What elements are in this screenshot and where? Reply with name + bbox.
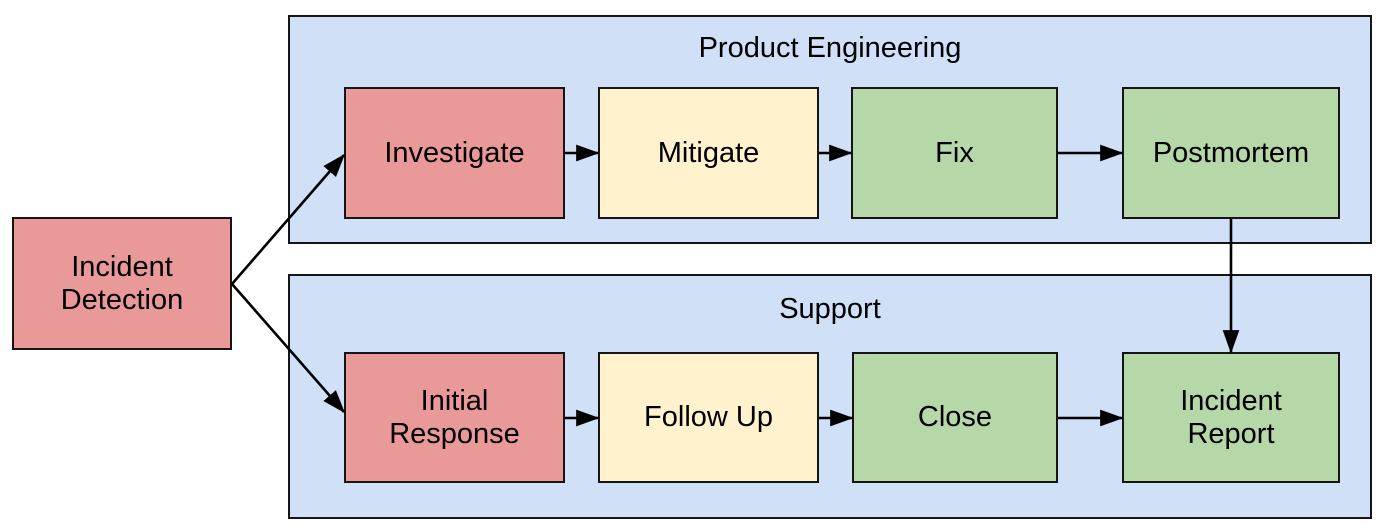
node-label-fix: Fix xyxy=(935,136,974,169)
swimlane-title-support: Support xyxy=(779,293,881,325)
node-label-follow-up: Follow Up xyxy=(644,401,773,434)
node-postmortem[interactable]: Postmortem xyxy=(1122,87,1340,219)
node-initial-response[interactable]: Initial Response xyxy=(344,352,565,483)
node-label-initial-response: Initial Response xyxy=(389,385,520,450)
node-label-incident-report: Incident Report xyxy=(1180,385,1282,450)
node-label-investigate: Investigate xyxy=(384,136,525,169)
node-mitigate[interactable]: Mitigate xyxy=(598,87,819,219)
node-label-close: Close xyxy=(917,401,993,434)
node-incident-report[interactable]: Incident Report xyxy=(1122,352,1340,483)
node-label-mitigate: Mitigate xyxy=(657,136,760,169)
swimlane-title-product-engineering: Product Engineering xyxy=(698,32,962,64)
node-follow-up[interactable]: Follow Up xyxy=(598,352,819,483)
node-incident-detection[interactable]: Incident Detection xyxy=(12,217,232,350)
node-fix[interactable]: Fix xyxy=(851,87,1058,219)
node-investigate[interactable]: Investigate xyxy=(344,87,565,219)
node-label-postmortem: Postmortem xyxy=(1152,136,1310,169)
node-label-incident-detection: Incident Detection xyxy=(60,251,184,316)
node-close[interactable]: Close xyxy=(852,352,1058,483)
